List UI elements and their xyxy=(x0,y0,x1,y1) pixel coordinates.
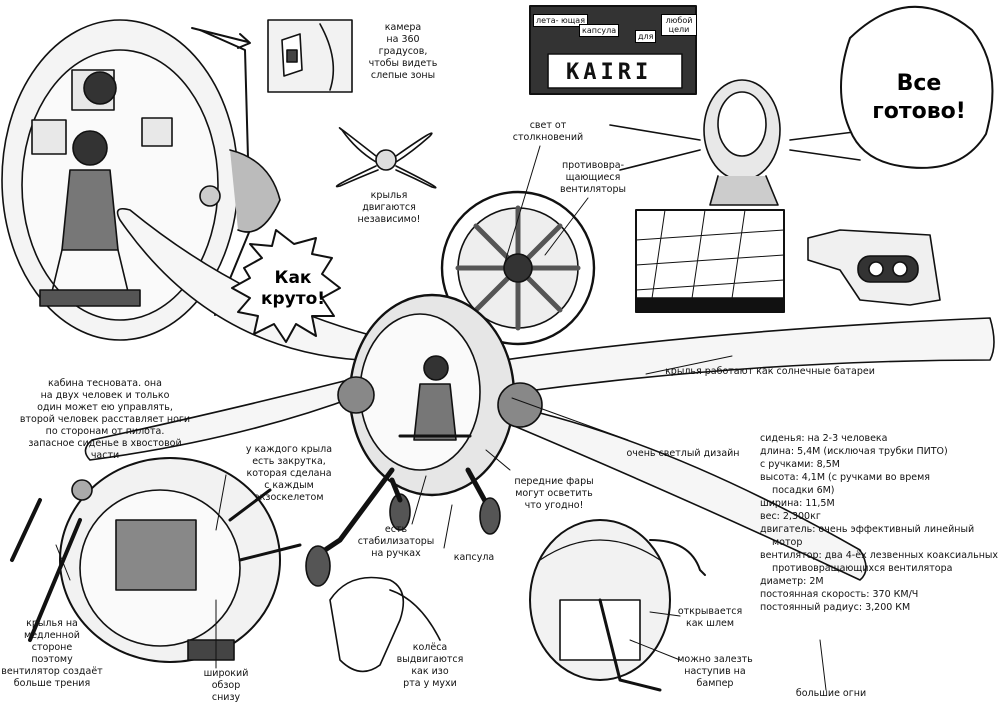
kairi-title: KAIRI xyxy=(566,60,653,85)
spec-fan: вентилятор: два 4-ёх лезвенных коаксиаль… xyxy=(760,550,999,561)
note-camera: камера на 360 градусов, чтобы видеть сле… xyxy=(368,22,438,81)
note-wide-view: широкий обзор снизу xyxy=(203,668,249,703)
speech-bubble-cool xyxy=(231,229,341,343)
sign-word-4: любой цели xyxy=(661,14,697,36)
bottom-view xyxy=(10,457,302,663)
fly-sketch xyxy=(329,576,441,673)
spec-weight: вес: 2,300кг xyxy=(760,511,821,522)
sign-word-2: капсула xyxy=(579,24,620,37)
spec-diameter: диаметр: 2М xyxy=(760,576,824,587)
note-twist: у каждого крыла есть закрутка, которая с… xyxy=(245,444,333,503)
note-cabin: кабина тесновата. она на двух человек и … xyxy=(19,378,191,461)
spec-range: постоянный радиус: 3,200 КМ xyxy=(760,602,911,613)
note-stabilizers: есть стабилизаторы на ручках xyxy=(357,524,435,559)
arrow-icon xyxy=(191,27,251,49)
spec-speed: постоянная скорость: 370 КМ/Ч xyxy=(760,589,919,600)
screen-view xyxy=(635,209,785,313)
spec-engine-cont: мотор xyxy=(772,537,803,548)
note-big-lights: большие огни xyxy=(795,688,867,699)
note-capsule: капсула xyxy=(453,552,495,563)
front-view xyxy=(609,79,871,206)
note-helmet: открывается как шлем xyxy=(677,606,743,629)
note-headlights: передние фары могут осветить что угодно! xyxy=(514,476,594,511)
wings-diagram xyxy=(335,127,437,189)
spec-engine: двигатель: очень эффективный линейный xyxy=(760,524,975,535)
specs-list: сиденья: на 2-3 человека длина: 5,4М (ис… xyxy=(760,432,999,614)
note-bumper: можно залезть наступив на бампер xyxy=(677,654,753,689)
note-slow-side: крылья на медленной стороне поэтому вент… xyxy=(1,618,103,689)
speech-bubble-ready xyxy=(840,5,994,169)
sign-word-3: для xyxy=(635,30,657,43)
sign-word-1: лета- ющая xyxy=(533,14,589,27)
helmet-view xyxy=(529,519,706,692)
spec-seats: сиденья: на 2-3 человека xyxy=(760,433,888,444)
note-collision-light: свет от столкновений xyxy=(512,120,584,143)
sign-panel: лета- ющая капсула для любой цели xyxy=(527,4,697,96)
spec-height: высота: 4,1М (с ручками во время xyxy=(760,472,930,483)
note-light-design: очень светлый дизайн xyxy=(626,448,740,459)
note-wings-independent: крылья двигаются независимо! xyxy=(357,190,421,225)
camera-panel xyxy=(267,19,353,93)
bubble-ready-text: Все готово! xyxy=(872,71,966,124)
spec-height-cont: посадки 6М) xyxy=(772,485,835,496)
bubble-cool-text: Как круто! xyxy=(260,268,326,309)
note-counter-fans: противовра- щающиеся вентиляторы xyxy=(559,160,627,195)
leader-lines xyxy=(55,145,827,691)
spec-width: ширина: 11,5М xyxy=(760,498,835,509)
lights-closeup xyxy=(807,229,941,306)
spec-length: длина: 5,4М (исключая трубки ПИТО) xyxy=(760,446,948,457)
spec-fan-cont: противовращающихся вентилятора xyxy=(772,563,953,574)
note-solar: крылья работают как солнечные батареи xyxy=(665,366,875,377)
spec-length-handles: с ручками: 8,5М xyxy=(760,459,840,470)
note-wheels: колёса выдвигаются как изо рта у мухи xyxy=(396,642,464,689)
